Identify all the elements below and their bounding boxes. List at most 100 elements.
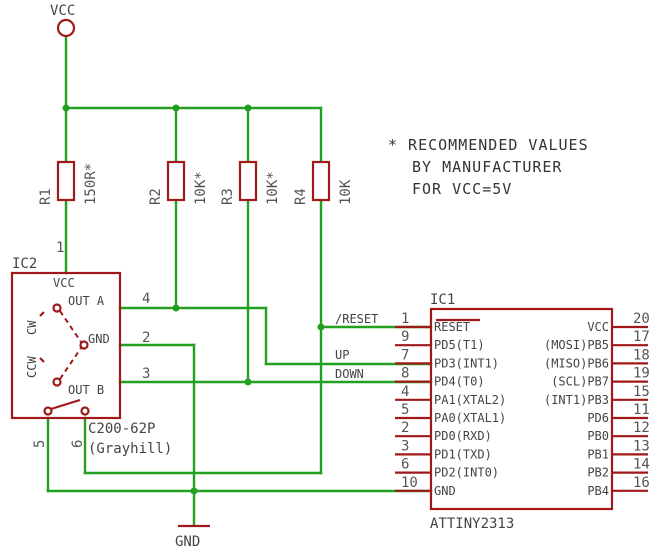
junctions	[62, 104, 325, 495]
ic1-pin-number: 11	[633, 402, 650, 418]
resistor-value: 10K*	[265, 171, 281, 205]
resistor-value: 150R*	[83, 163, 99, 205]
ic2-pin-num-out-a: 4	[142, 291, 150, 307]
ic1-pin-name: PD6	[587, 411, 609, 425]
ic1-pin-name: (SCL)PB7	[551, 375, 609, 389]
gnd-symbol: GND	[175, 524, 210, 550]
ic1-pin-name: GND	[434, 484, 456, 498]
ic2-pin-gnd: GND	[88, 332, 110, 346]
ic1-pin-right: 19 (SCL)PB7	[551, 366, 650, 389]
ic1-pin-number: 19	[633, 366, 650, 382]
ic2-pin-num-5: 5	[32, 440, 48, 448]
resistor-ref: R3	[220, 188, 236, 205]
net-label-up: UP	[335, 348, 349, 362]
resistor-icon	[311, 160, 331, 202]
ic1-body	[429, 307, 614, 511]
vcc-supply: VCC	[50, 3, 76, 38]
arrow-icon	[39, 357, 45, 363]
contact-icon	[52, 303, 62, 313]
ic1-pin-name: PA0(XTAL1)	[434, 411, 506, 425]
junction-dot	[317, 323, 325, 331]
ic2-body	[10, 271, 122, 420]
ic2-pin-out-b: OUT B	[68, 383, 104, 397]
ic1-pin-number: 9	[401, 329, 409, 345]
vcc-label: VCC	[50, 3, 75, 19]
ic2-pin-out-a: OUT A	[68, 294, 105, 308]
resistor-icon	[166, 160, 186, 202]
ic1-pin-number: 20	[633, 311, 650, 327]
junction-dot	[172, 304, 180, 312]
junction-dot	[244, 378, 252, 386]
ic1-right-pins: 20VCC17(MOSI)PB518(MISO)PB619(SCL)PB715(…	[544, 311, 650, 498]
ic1-pin-name: PD5(T1)	[434, 338, 485, 352]
ic1-pin-name: VCC	[587, 320, 609, 334]
junction-dot	[190, 487, 198, 495]
ic2-pin-vcc: VCC	[53, 276, 75, 290]
ic2-maker: (Grayhill)	[88, 441, 172, 457]
ic1-pin-name: RESET	[434, 320, 470, 334]
ic1-pin-right: 15 (INT1)PB3	[544, 384, 650, 407]
ic1-pin-name: PD3(INT1)	[434, 356, 499, 370]
ic1-pin-number: 8	[401, 366, 409, 382]
ic1-pin-name: PB1	[587, 447, 609, 461]
ic1-pin-name: (INT1)PB3	[544, 393, 609, 407]
ic1-pin-name: PD4(T0)	[434, 375, 485, 389]
resistor-r1: R1 150R*	[38, 160, 99, 205]
resistor-value: 10K*	[193, 171, 209, 205]
resistor-r3: R3 10K*	[220, 160, 281, 205]
ic1-pin-name: PD2(INT0)	[434, 466, 499, 480]
ic1-pin-number: 2	[401, 420, 409, 436]
switch-arm-icon	[59, 310, 82, 343]
contact-icon	[79, 340, 89, 350]
ic1-pin-number: 7	[401, 347, 409, 363]
ic2-pin-num-6: 6	[70, 440, 86, 448]
resistor-r4: R4 10K	[293, 160, 354, 205]
ic1-pin-number: 4	[401, 384, 409, 400]
ic1-pin-number: 13	[633, 438, 650, 454]
ic2-pin-num-gnd: 2	[142, 330, 150, 346]
ic1-pin-name: PD1(TXD)	[434, 447, 492, 461]
ic1-pin-number: 5	[401, 402, 409, 418]
net-label-reset: /RESET	[335, 312, 378, 326]
resistor-value: 10K	[338, 179, 354, 205]
ccw-label: CCW	[25, 356, 39, 378]
junction-dot	[62, 104, 70, 112]
ic1-pin-number: 3	[401, 438, 409, 454]
net-label-down: DOWN	[335, 367, 364, 381]
ic1-pin-number: 15	[633, 384, 650, 400]
ic1-pin-number: 17	[633, 329, 650, 345]
resistor-icon	[56, 160, 76, 202]
ic1-pin-right: 18(MISO)PB6	[544, 347, 650, 370]
ic2-pin-num-vcc: 1	[56, 240, 64, 256]
note-line-3: FOR VCC=5V	[412, 180, 512, 198]
manufacturer-note: * RECOMMENDED VALUES BY MANUFACTURER FOR…	[388, 136, 589, 198]
ic1-pin-number: 6	[401, 457, 409, 473]
ic1-pin-name: PB0	[587, 429, 609, 443]
arrow-icon	[39, 311, 45, 317]
junction-dot	[172, 104, 180, 112]
ic1-pin-number: 12	[633, 420, 650, 436]
ic1-pin-number: 16	[633, 475, 650, 491]
junction-dot	[244, 104, 252, 112]
vcc-terminal-icon	[56, 18, 76, 38]
resistor-ref: R1	[38, 188, 54, 205]
ic1-pin-number: 14	[633, 457, 650, 473]
note-line-1: * RECOMMENDED VALUES	[388, 136, 589, 154]
ic2-ref: IC2	[12, 256, 37, 272]
push-switch-icon	[50, 398, 81, 411]
